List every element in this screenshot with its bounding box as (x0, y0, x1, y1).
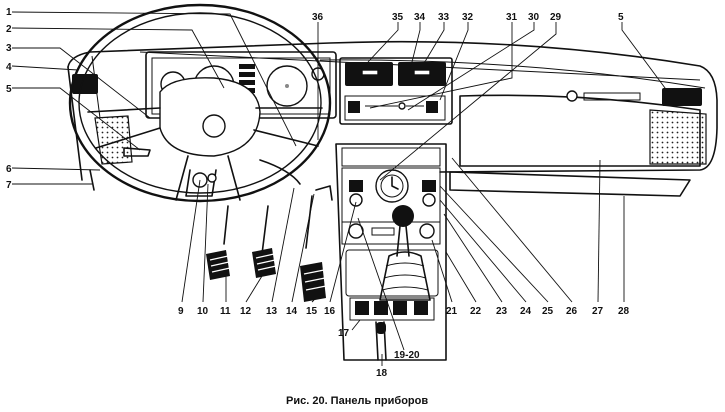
gear-lever (379, 205, 431, 301)
callout-15: 15 (306, 306, 318, 317)
steering-wheel (68, 3, 332, 203)
callout-30: 30 (528, 12, 540, 23)
glove-box (459, 90, 701, 167)
callout-25: 25 (542, 306, 554, 317)
left-air-vent (72, 74, 98, 94)
callout-labels: 1 2 3 4 5 6 7 9 10 11 12 13 14 15 16 17 … (6, 7, 630, 379)
callout-32: 32 (462, 12, 474, 23)
center-vents (339, 57, 453, 125)
callout-22: 22 (470, 306, 482, 317)
callout-11: 11 (220, 306, 231, 317)
callout-4: 4 (6, 62, 12, 73)
callout-34: 34 (414, 12, 426, 23)
center-console (335, 143, 447, 361)
callout-3: 3 (6, 43, 12, 54)
callout-29: 29 (550, 12, 562, 23)
callout-21: 21 (446, 306, 458, 317)
leader-lines (11, 11, 669, 366)
callout-2: 2 (6, 24, 12, 35)
callout-23: 23 (496, 306, 508, 317)
steering-column (89, 147, 301, 197)
callout-28: 28 (618, 306, 630, 317)
callout-5-right: 5 (618, 12, 624, 23)
callout-24: 24 (520, 306, 532, 317)
callout-31: 31 (506, 12, 518, 23)
callout-13: 13 (266, 306, 278, 317)
callout-9: 9 (178, 306, 184, 317)
callout-10: 10 (197, 306, 209, 317)
callout-16: 16 (324, 306, 336, 317)
callout-17: 17 (338, 328, 350, 339)
callout-6: 6 (6, 164, 12, 175)
callout-33: 33 (438, 12, 450, 23)
callout-26: 26 (566, 306, 578, 317)
pedals (206, 185, 333, 302)
callout-7: 7 (6, 180, 12, 191)
right-speaker-grille (649, 109, 707, 165)
callout-12: 12 (240, 306, 252, 317)
figure-caption: Рис. 20. Панель приборов (286, 395, 428, 407)
callout-19-20: 19-20 (394, 350, 420, 361)
callout-35: 35 (392, 12, 404, 23)
callout-27: 27 (592, 306, 604, 317)
callout-1: 1 (6, 7, 12, 18)
left-speaker-grille (94, 115, 133, 165)
callout-18: 18 (376, 368, 388, 379)
callout-5: 5 (6, 84, 12, 95)
lower-shelf (449, 171, 691, 197)
callout-14: 14 (286, 306, 298, 317)
right-air-vent (662, 88, 702, 106)
callout-36: 36 (312, 12, 324, 23)
